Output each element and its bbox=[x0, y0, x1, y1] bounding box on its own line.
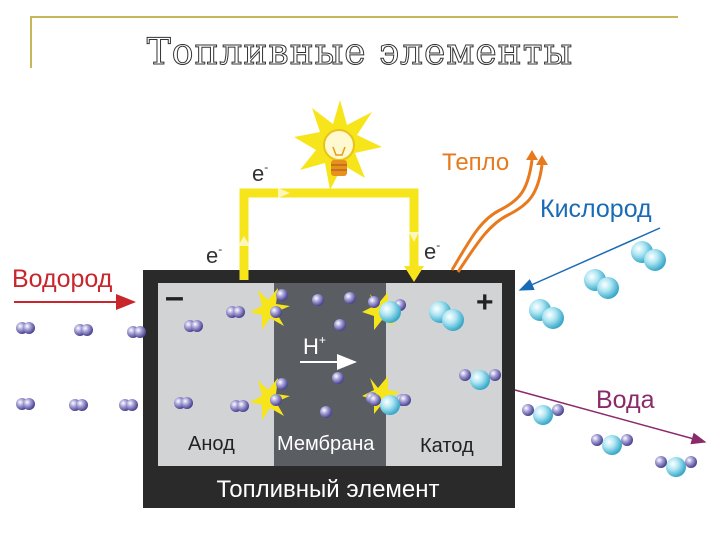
hydrogen-atom bbox=[621, 434, 633, 446]
heat-label: Тепло bbox=[442, 149, 509, 176]
hydrogen-atom bbox=[655, 456, 667, 468]
hydrogen-atom bbox=[344, 292, 356, 304]
proton-label: H+ bbox=[303, 333, 326, 359]
anode-region bbox=[158, 283, 274, 466]
hydrogen-atom bbox=[399, 394, 411, 406]
molecules-layer bbox=[16, 241, 697, 477]
hydrogen-atom bbox=[81, 324, 93, 336]
hydrogen-atom bbox=[369, 394, 381, 406]
oxygen-atom bbox=[442, 309, 464, 331]
hydrogen-atom bbox=[23, 398, 35, 410]
oxygen-atom bbox=[379, 301, 401, 323]
oxygen-atom bbox=[533, 405, 553, 425]
hydrogen-label: Водород bbox=[12, 265, 113, 293]
oxygen-atom bbox=[380, 395, 400, 415]
hydrogen-atom bbox=[276, 378, 288, 390]
electron-wire bbox=[238, 188, 424, 282]
oxygen-atom bbox=[597, 277, 619, 299]
hydrogen-atom bbox=[552, 404, 564, 416]
water-arrow bbox=[514, 389, 707, 445]
title-frame-top-line bbox=[30, 16, 678, 18]
hydrogen-atom bbox=[685, 456, 697, 468]
hydrogen-atom bbox=[459, 369, 471, 381]
hydrogen-atom bbox=[332, 372, 344, 384]
hydrogen-atom bbox=[334, 319, 346, 331]
hydrogen-atom bbox=[270, 394, 282, 406]
hydrogen-atom bbox=[591, 434, 603, 446]
slide-title: Топливные элементы bbox=[146, 32, 574, 74]
oxygen-atom bbox=[644, 249, 666, 271]
anode-sign: – bbox=[165, 278, 184, 316]
oxygen-label: Кислород bbox=[540, 195, 652, 223]
cell-label: Топливный элемент bbox=[216, 476, 439, 503]
water-label: Вода bbox=[596, 386, 655, 414]
hydrogen-atom bbox=[237, 400, 249, 412]
cathode-label: Катод bbox=[420, 435, 474, 457]
hydrogen-atom bbox=[233, 306, 245, 318]
oxygen-atom bbox=[470, 370, 490, 390]
hydrogen-atom bbox=[270, 306, 282, 318]
hydrogen-atom bbox=[76, 399, 88, 411]
hydrogen-atom bbox=[312, 294, 324, 306]
oxygen-atom bbox=[666, 457, 686, 477]
hydrogen-atom bbox=[320, 406, 332, 418]
light-bulb-icon bbox=[294, 100, 382, 190]
hydrogen-atom bbox=[181, 397, 193, 409]
hydrogen-atom bbox=[522, 404, 534, 416]
title-frame-left-line bbox=[30, 16, 32, 68]
hydrogen-atom bbox=[489, 369, 501, 381]
hydrogen-atom bbox=[23, 322, 35, 334]
oxygen-atom bbox=[602, 435, 622, 455]
hydrogen-atom bbox=[368, 296, 380, 308]
membrane-label: Мембрана bbox=[277, 433, 375, 455]
hydrogen-atom bbox=[276, 289, 288, 301]
anode-label: Анод bbox=[188, 433, 235, 455]
heat-arrows bbox=[450, 150, 548, 273]
oxygen-atom bbox=[542, 307, 564, 329]
electron-label-top: e- bbox=[252, 160, 268, 186]
hydrogen-atom bbox=[126, 399, 138, 411]
hydrogen-atom bbox=[134, 326, 146, 338]
cathode-sign: + bbox=[476, 286, 494, 319]
oxygen-arrow bbox=[518, 227, 661, 291]
hydrogen-atom bbox=[191, 320, 203, 332]
electron-label-cathode: e- bbox=[424, 238, 440, 264]
electron-label-anode: e- bbox=[206, 242, 222, 268]
